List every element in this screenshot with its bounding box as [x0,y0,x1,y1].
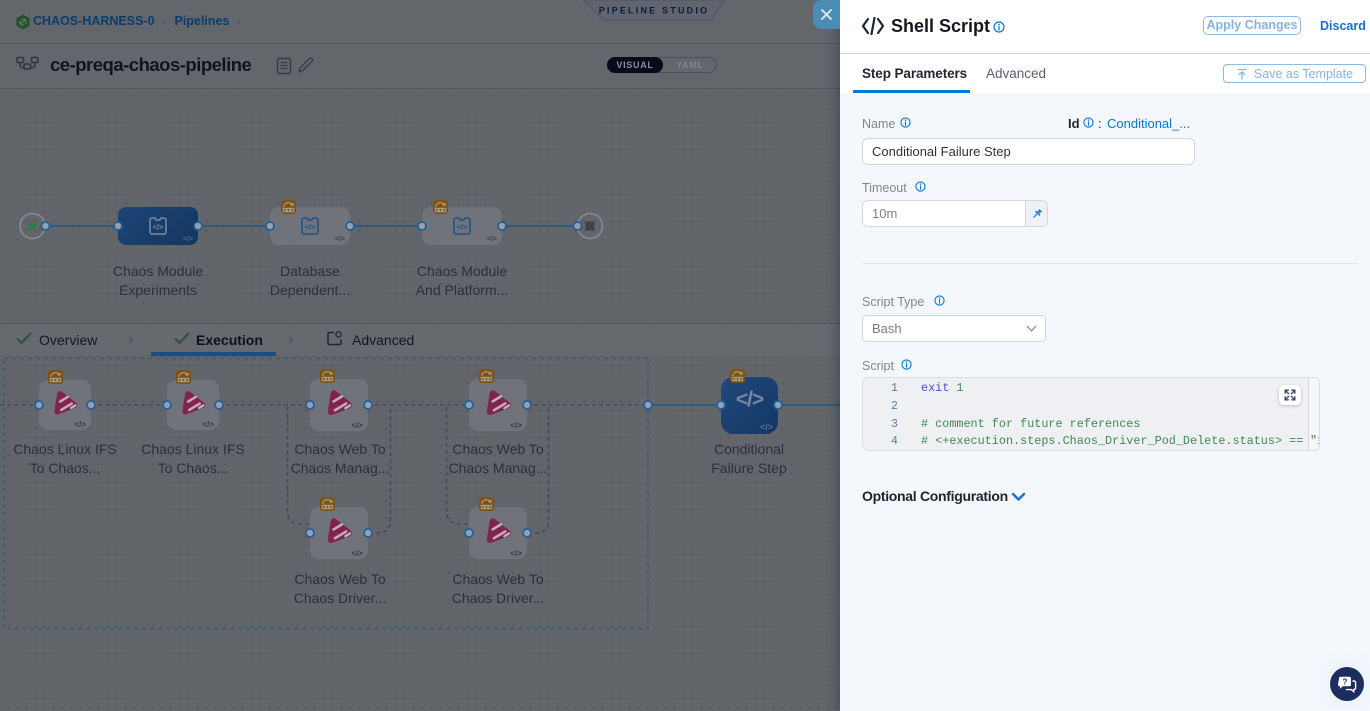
svg-text:</>: </> [457,223,468,232]
svg-text:</>: </> [153,223,164,232]
svg-text:</>: </> [305,223,316,232]
svg-text:PIPELINE STUDIO: PIPELINE STUDIO [599,6,710,16]
svg-text:?: ? [1343,677,1348,686]
